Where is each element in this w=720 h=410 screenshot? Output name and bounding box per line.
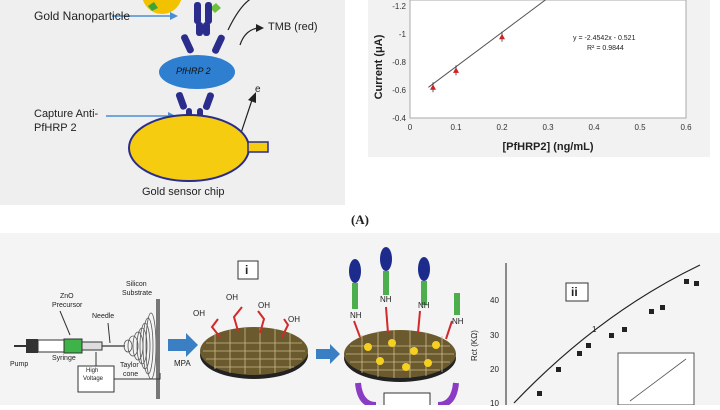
step-ii-label: ii [571, 285, 578, 299]
chart-x-tick-label: 0.2 [496, 123, 508, 132]
chart-y-tick-label: -1 [399, 30, 407, 39]
electrospinning-schematic [14, 233, 720, 408]
antibody-stems [352, 271, 460, 315]
gold-nanoparticle-label: Gold Nanoparticle [34, 9, 131, 23]
chart-data-point [430, 84, 436, 90]
syringe-label: Syringe [52, 355, 76, 362]
antigen-clusters [349, 247, 430, 283]
tmb-label: TMB (red) [268, 21, 318, 33]
chart-plot-area [409, 0, 687, 119]
oh-label-1: OH [193, 309, 205, 318]
taylor-cone-label-line2: cone [123, 371, 139, 378]
enzyme-green-right [210, 3, 221, 13]
oh-label-3: OH [258, 301, 270, 310]
blocking-molecules [364, 339, 440, 371]
chart-x-tick-label: 0.6 [680, 123, 692, 132]
plot-point-label: 1 [592, 325, 597, 334]
zno-label-line2: Precursor [52, 302, 83, 309]
chart-x-tick-label: 0.4 [588, 123, 600, 132]
chart-r-squared: R² = 0.9844 [587, 45, 624, 52]
chart-data-point [499, 33, 505, 40]
needle-label: Needle [92, 313, 115, 320]
high-voltage-label-line1: High [86, 368, 99, 374]
zno-label-line1: ZnO [60, 293, 74, 300]
chart-x-axis-label: [PfHRP2] (ng/mL) [502, 141, 593, 153]
chart-trendline [428, 0, 547, 88]
pfhrp2-antigen-shape [159, 55, 235, 89]
nh-label-2: NH [380, 295, 392, 304]
sensor-schematic [106, 0, 269, 182]
high-voltage-box [77, 365, 115, 393]
chart-x-tick-label: 0 [408, 123, 413, 132]
mpa-arrow [168, 333, 198, 357]
silicon-substrate-shape [156, 299, 160, 399]
mpa-linkers [210, 306, 290, 338]
plot-y-axis-label: Rct (KΩ) [470, 330, 479, 361]
oh-label-2: OH [226, 293, 238, 302]
capture-antibody-label-line2: PfHRP 2 [34, 122, 77, 134]
silicon-label-line1: Silicon [126, 281, 147, 288]
chart-y-tick-label: -0.8 [392, 58, 406, 67]
nh-label-3: NH [418, 301, 430, 310]
tmb-arrow [239, 27, 259, 46]
taylor-cone-label-line1: Taylor [120, 362, 139, 369]
syringe-pump-shape [14, 338, 125, 354]
figure-caption: (A) [350, 212, 370, 227]
plot-y-tick-40: 40 [490, 296, 499, 305]
pump-label: Pump [10, 361, 29, 368]
plot-fit-curve [513, 264, 701, 404]
plot-y-tick-10: 10 [490, 399, 499, 408]
plot-points [537, 279, 699, 396]
nh-label-4: NH [452, 317, 464, 326]
chart-x-tick-label: 0.1 [450, 123, 462, 132]
calibration-chart: 0 0.1 0.2 0.3 0.4 0.5 0.6 -1.2 -1 -0.8 -0.6 -0.4 [Pf… [373, 0, 692, 153]
silicon-label-line2: Substrate [122, 290, 152, 297]
high-voltage-label-line2: Voltage [83, 376, 104, 382]
step-arrow [316, 344, 340, 364]
step-i-box [237, 260, 259, 280]
chart-y-tick-label: -0.4 [392, 114, 406, 123]
sensor-chip-label: Gold sensor chip [142, 186, 225, 198]
nh-label-1: NH [350, 311, 362, 320]
chart-data-point [453, 67, 459, 73]
chart-equation: y = -2.4542x - 0.521 [573, 35, 636, 42]
oh-label-4: OH [288, 315, 300, 324]
step-ii-box [565, 282, 589, 302]
capture-antibody-label-line1: Capture Anti- [34, 108, 99, 120]
fiber-jet-shape [123, 312, 157, 380]
pfhrp2-ellipse-label: PfHRP 2 [176, 66, 211, 76]
detection-antibody-shape [181, 2, 225, 54]
enzyme-green-left [148, 2, 158, 11]
chart-y-tick-label: -0.6 [392, 86, 406, 95]
chart-y-axis-label: Current (μA) [373, 34, 385, 99]
electron-label: e [255, 84, 261, 95]
panel-b-schematic: Pump ZnO Precursor Syringe Needle Silico… [0, 233, 720, 408]
gold-nanoparticle-shape [142, 0, 182, 14]
sensor-chip-connector [247, 141, 269, 153]
plot-y-tick-30: 30 [490, 331, 499, 340]
chart-y-tick-label: -1.2 [392, 2, 406, 11]
chart-x-tick-label: 0.5 [634, 123, 646, 132]
chart-x-tick-label: 0.3 [542, 123, 554, 132]
plot-y-tick-20: 20 [490, 365, 499, 374]
tmb-arrow-top [227, 0, 251, 31]
gold-sensor-chip-shape [128, 114, 250, 182]
calibration-chart-panel: 0 0.1 0.2 0.3 0.4 0.5 0.6 -1.2 -1 -0.8 -0.6 -0.4 [Pf… [368, 0, 710, 157]
inset-plot [617, 352, 695, 406]
step-i-label: i [245, 263, 249, 277]
panel-a-schematic: Gold Nanoparticle TMB (red) PfHRP 2 e Ca… [0, 0, 345, 205]
mpa-label: MPA [174, 359, 191, 368]
